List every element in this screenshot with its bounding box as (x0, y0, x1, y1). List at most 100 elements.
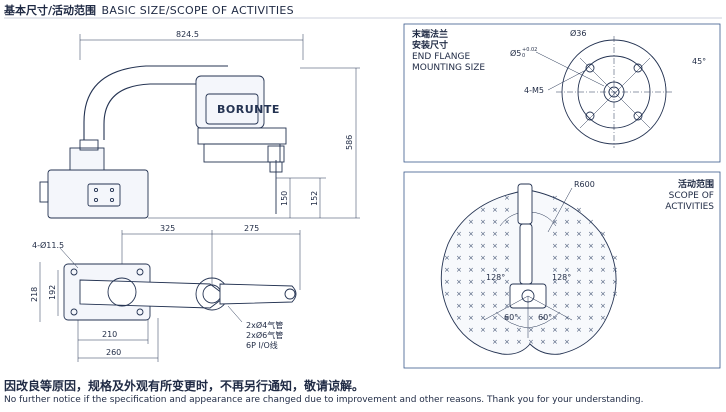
flange-panel-frame (403, 23, 721, 163)
scope-hatch-mark: × (552, 314, 558, 322)
scope-hatch-mark: × (504, 230, 510, 238)
scope-hatch-mark: × (552, 242, 558, 250)
flange-title-en-1: END FLANGE (412, 52, 471, 62)
scope-hatch-mark: × (564, 230, 570, 238)
scope-hatch-mark: × (468, 290, 474, 298)
note-io: 6P I/O线 (246, 340, 278, 350)
scope-hatch-mark: × (600, 314, 606, 322)
scope-hatch-mark: × (528, 326, 534, 334)
scope-hatch-mark: × (552, 302, 558, 310)
scope-hatch-mark: × (480, 326, 486, 334)
footer-note-en: No further notice if the specification a… (4, 395, 644, 405)
scope-hatch-mark: × (576, 290, 582, 298)
top-view (39, 230, 301, 362)
scope-hatch-mark: × (552, 278, 558, 286)
scope-hatch-mark: × (468, 326, 474, 334)
scope-hatch-mark: × (576, 326, 582, 334)
scope-hatch-mark: × (528, 338, 534, 346)
scope-hatch-mark: × (564, 266, 570, 274)
dim-275: 275 (244, 224, 259, 233)
scope-hatch-mark: × (552, 194, 558, 202)
flange-drawing (535, 36, 672, 148)
scope-hatch-mark: × (456, 254, 462, 262)
dim-218: 218 (30, 287, 39, 302)
flange-label: 末端法兰 安装尺寸 END FLANGE MOUNTING SIZE (412, 30, 485, 74)
scope-hatch-mark: × (480, 314, 486, 322)
scope-hatch-mark: × (540, 314, 546, 322)
scope-hatch-mark: × (588, 314, 594, 322)
scope-hatch-mark: × (480, 218, 486, 226)
footer-note-cn: 因改良等原因，规格及外观有所变更时，不再另行通知，敬请谅解。 (4, 379, 365, 393)
scope-hatch-mark: × (588, 242, 594, 250)
flange-title-cn-2: 安装尺寸 (412, 41, 449, 51)
scope-hatch-mark: × (480, 230, 486, 238)
scope-hatch-mark: × (564, 218, 570, 226)
scope-hatch-mark: × (504, 206, 510, 214)
scope-hatch-mark: × (480, 242, 486, 250)
scope-hatch-mark: × (492, 290, 498, 298)
scope-hatch-mark: × (492, 206, 498, 214)
scope-hatch-mark: × (600, 278, 606, 286)
scope-hatch-mark: × (504, 338, 510, 346)
scope-hatch-mark: × (564, 206, 570, 214)
scope-hatch-mark: × (564, 314, 570, 322)
flange-dim-5-tol-low: 0 (522, 53, 525, 59)
scope-hatch-mark: × (504, 290, 510, 298)
dim-192: 192 (48, 285, 57, 300)
scope-hatch-mark: × (504, 326, 510, 334)
scope-title-cn: 活动范围 (677, 180, 714, 190)
scope-hatch-mark: × (564, 338, 570, 346)
scope-hatch-mark: × (588, 278, 594, 286)
scope-hatch-mark: × (588, 266, 594, 274)
note-air-6: 2xØ6气管 (246, 330, 283, 340)
scope-hatch-mark: × (528, 314, 534, 322)
scope-hatch-mark: × (456, 278, 462, 286)
scope-hatch-mark: × (600, 242, 606, 250)
scope-hatch-mark: × (576, 242, 582, 250)
scope-hatch-mark: × (504, 254, 510, 262)
scope-drawing (440, 183, 617, 355)
scope-hatch-mark: × (588, 302, 594, 310)
scope-hatch-mark: × (468, 314, 474, 322)
scope-hatch-mark: × (576, 302, 582, 310)
scope-angle-left: 128° (486, 273, 505, 282)
scope-hatch-mark: × (612, 278, 618, 286)
scope-hatch-mark: × (492, 338, 498, 346)
scope-hatch-mark: × (444, 254, 450, 262)
scope-hatch-mark: × (504, 194, 510, 202)
scope-hatch-mark: × (504, 302, 510, 310)
scope-hatch-mark: × (552, 206, 558, 214)
scope-hatch-mark: × (552, 230, 558, 238)
scope-hatch-mark: × (564, 302, 570, 310)
note-air-4: 2xØ4气管 (246, 320, 283, 330)
scope-hatch-mark: × (492, 314, 498, 322)
scope-hatch-mark: × (480, 290, 486, 298)
scope-hatch-mark: × (516, 326, 522, 334)
scope-hatch-mark: × (552, 326, 558, 334)
scope-panel-frame (403, 171, 721, 369)
scope-hatch-mark: × (588, 230, 594, 238)
flange-title-cn-1: 末端法兰 (412, 30, 449, 40)
scope-hatch-mark: × (564, 254, 570, 262)
page-header: 基本尺寸/活动范围 BASIC SIZE/SCOPE OF ACTIVITIES (4, 2, 294, 18)
header-title-en: BASIC SIZE/SCOPE OF ACTIVITIES (101, 4, 294, 17)
dim-260: 260 (106, 348, 121, 357)
scope-hatch-mark: × (576, 254, 582, 262)
flange-thread: 4-M5 (524, 86, 544, 95)
scope-radius: R600 (574, 180, 595, 189)
scope-hatch-mark: × (468, 302, 474, 310)
scope-hatch-mark: × (576, 278, 582, 286)
dim-824-5: 824.5 (176, 30, 199, 39)
scope-hatch-mark: × (600, 302, 606, 310)
flange-title-en-2: MOUNTING SIZE (412, 63, 486, 73)
scope-hatch-mark: × (552, 338, 558, 346)
dim-150: 150 (280, 191, 289, 206)
scope-hatch-mark: × (456, 314, 462, 322)
scope-hatch-mark: × (468, 230, 474, 238)
scope-hatch-mark: × (540, 326, 546, 334)
scope-hatch-mark: × (480, 278, 486, 286)
header-title-cn: 基本尺寸/活动范围 (4, 4, 97, 17)
scope-hatch-mark: × (588, 326, 594, 334)
scope-hatch-mark: × (576, 266, 582, 274)
scope-hatch-mark: × (564, 326, 570, 334)
